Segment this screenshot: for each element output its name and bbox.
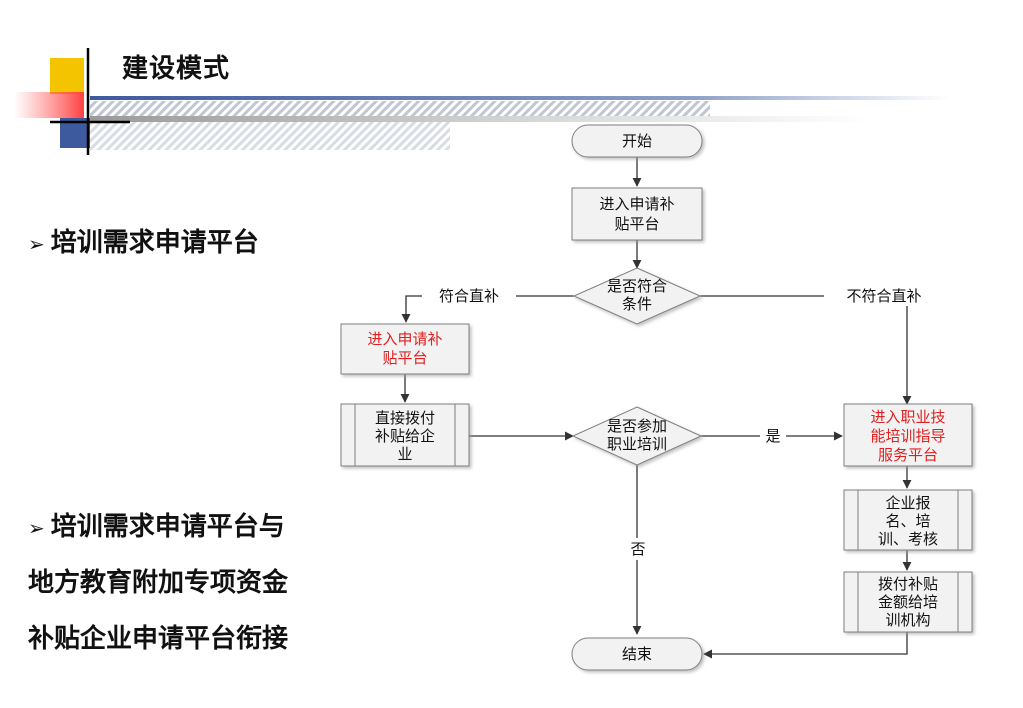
apply2-label-2: 贴平台 xyxy=(382,349,427,367)
pay-company-label-3: 业 xyxy=(397,445,412,463)
decision1-label-2: 条件 xyxy=(622,295,652,313)
edge-pay-to-end xyxy=(703,632,908,659)
apply-label-2: 贴平台 xyxy=(614,215,659,233)
bullet-2-line-1: 培训需求申请平台与 xyxy=(50,512,285,542)
bullet-1-text: 培训需求申请平台 xyxy=(50,228,259,258)
decision1-label-1: 是否符合 xyxy=(607,277,667,295)
apply-node-direct xyxy=(340,323,470,375)
pay-institution-label-1: 拨付补贴 xyxy=(878,575,938,593)
pay-company-label-1: 直接拨付 xyxy=(375,409,435,427)
header-decoration xyxy=(14,48,950,155)
page-title: 建设模式 xyxy=(122,54,231,84)
bullet-item-1: ➢培训需求申请平台 xyxy=(28,222,259,259)
decision-eligibility xyxy=(572,267,702,325)
pay-company-node xyxy=(340,403,470,467)
guide-label-3: 服务平台 xyxy=(878,446,938,464)
arrow-bullet-icon: ➢ xyxy=(28,232,45,256)
grey-band xyxy=(90,116,870,122)
hatch-band xyxy=(90,101,710,117)
yellow-square xyxy=(50,58,84,94)
enroll-label-2: 名、培 xyxy=(885,512,930,530)
apply2-label-1: 进入申请补 xyxy=(367,330,442,348)
edge-label-meet: 符合直补 xyxy=(439,287,499,305)
apply-label-1: 进入申请补 xyxy=(599,195,674,213)
edge-label-not-meet: 不符合直补 xyxy=(846,287,921,305)
pay-company-label-2: 补贴给企 xyxy=(375,427,435,445)
pay-institution-label-2: 金额给培 xyxy=(878,593,938,611)
arrow-bullet-icon: ➢ xyxy=(28,516,45,540)
enroll-node xyxy=(843,489,973,551)
edge-label-bg xyxy=(760,426,786,446)
enroll-label-3: 训、考核 xyxy=(878,530,938,548)
enroll-label-1: 企业报 xyxy=(885,494,930,512)
bullet-item-2: ➢培训需求申请平台与 xyxy=(28,506,285,543)
edge-not-meet xyxy=(700,295,912,405)
pay-institution-label-3: 训机构 xyxy=(885,611,930,629)
guide-label-2: 能培训指导 xyxy=(870,427,945,445)
decision2-label-1: 是否参加 xyxy=(607,417,667,435)
red-bar xyxy=(14,92,84,118)
guide-platform-node xyxy=(843,403,973,467)
decision-training xyxy=(571,406,703,466)
end-node xyxy=(571,637,703,671)
edge-label-no: 否 xyxy=(630,540,645,558)
apply-node xyxy=(571,187,703,241)
edge-label-yes: 是 xyxy=(765,427,780,445)
end-label: 结束 xyxy=(622,645,652,663)
guide-label-1: 进入职业技 xyxy=(870,408,945,426)
bullet-2-line-3: 补贴企业申请平台衔接 xyxy=(28,624,289,654)
edge-label-bg xyxy=(824,286,944,306)
pay-institution-node xyxy=(843,571,973,633)
bullet-2-line-2: 地方教育附加专项资金 xyxy=(28,568,289,598)
edge-label-bg xyxy=(626,538,650,560)
start-node xyxy=(571,124,703,158)
start-label: 开始 xyxy=(622,132,652,150)
decision2-label-2: 职业培训 xyxy=(607,435,667,453)
edge-meet xyxy=(401,295,574,323)
edge-label-bg xyxy=(422,286,516,306)
hatch-band-lower xyxy=(90,122,450,150)
blue-band xyxy=(90,96,950,100)
